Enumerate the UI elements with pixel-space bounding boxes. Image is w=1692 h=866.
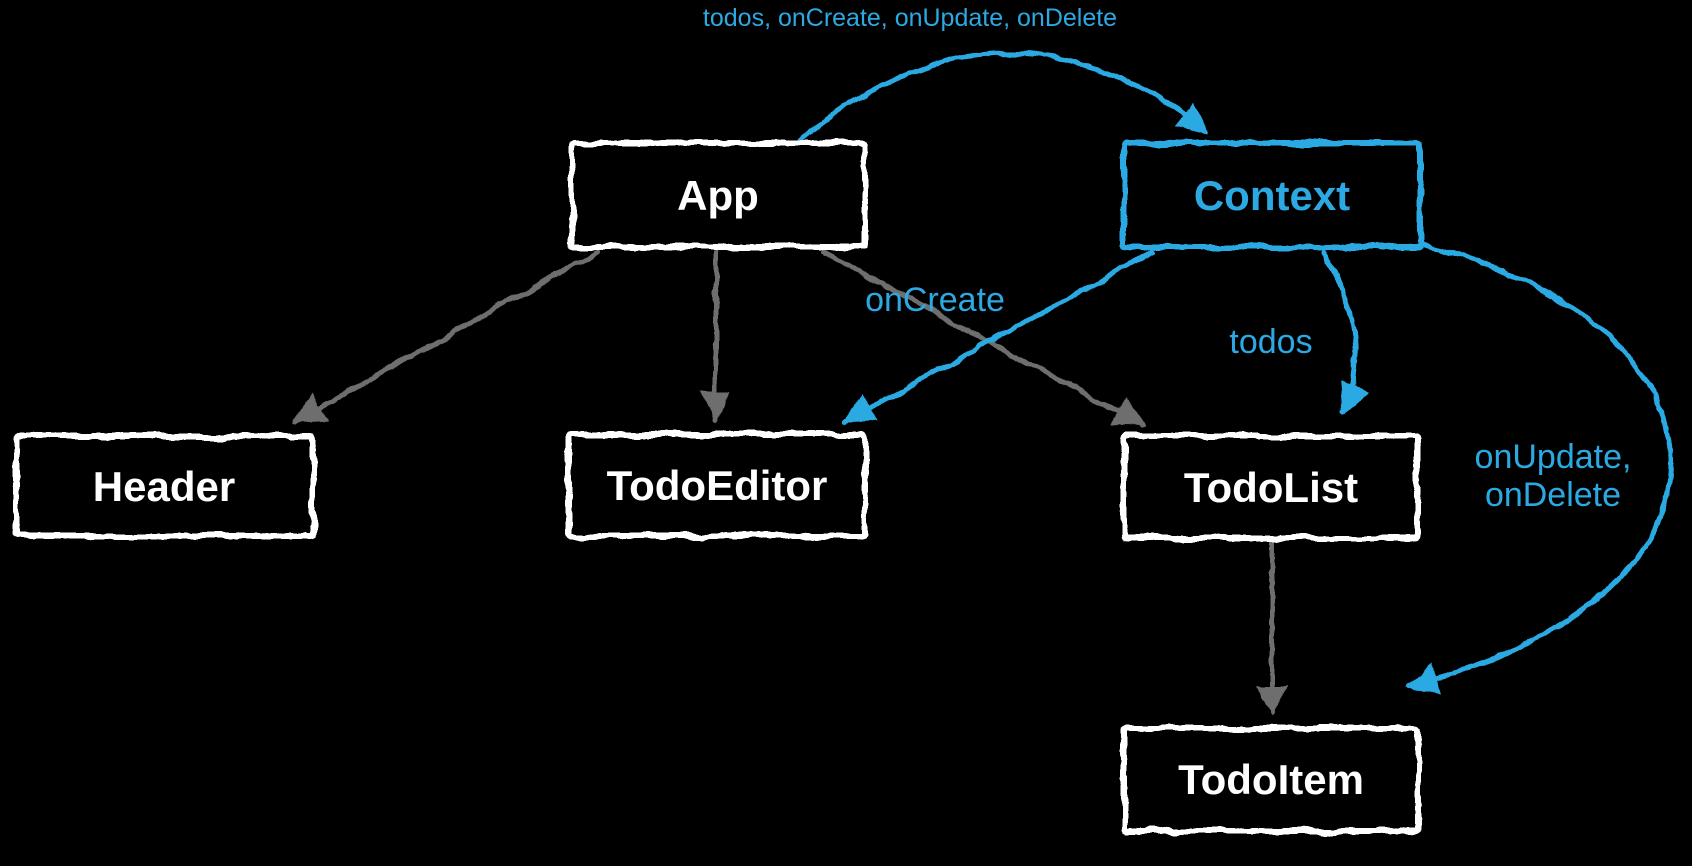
node-todolist-label: TodoList [1184, 464, 1358, 511]
edge-context-todolist [1321, 249, 1369, 416]
edge-label-onupdate: onUpdate, [1475, 438, 1632, 476]
node-todoeditor-label: TodoEditor [607, 462, 828, 509]
node-todoeditor-box [566, 431, 868, 539]
node-todoitem-label: TodoItem [1178, 756, 1364, 803]
edge-label-app-context: todos, onCreate, onUpdate, onDelete [703, 4, 1117, 32]
edge-context-todoeditor [842, 249, 1155, 424]
edge-label-ondelete: onDelete [1485, 476, 1621, 514]
node-header-label: Header [93, 463, 235, 510]
node-todoitem-box [1121, 725, 1421, 834]
node-todolist-box [1121, 433, 1421, 541]
node-header-box [13, 433, 316, 539]
edge-app-todolist [821, 249, 1146, 428]
node-app-label: App [677, 172, 759, 219]
node-app-box [569, 140, 868, 250]
edge-label-oncreate: onCreate [865, 281, 1005, 319]
node-context-box [1122, 140, 1423, 250]
edge-app-header [292, 249, 601, 424]
node-context-label: Context [1194, 172, 1350, 219]
edge-app-context [797, 50, 1209, 143]
edge-label-todos: todos [1229, 323, 1312, 361]
edge-context-todoitem [1404, 241, 1674, 695]
